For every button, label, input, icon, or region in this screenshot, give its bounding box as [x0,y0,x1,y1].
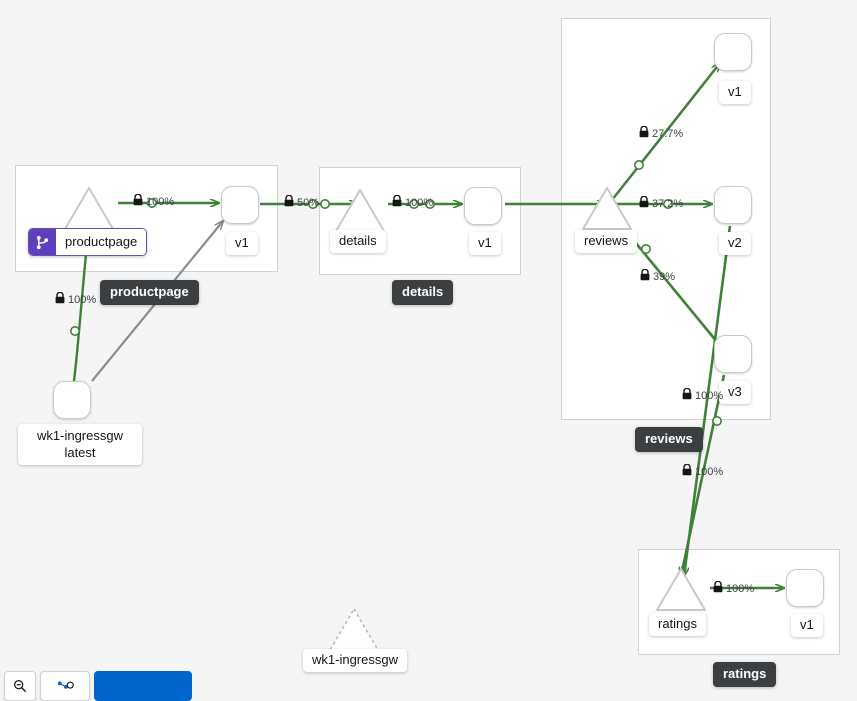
service-triangle-icon [582,187,632,230]
edge-label-reviews-app-to-v2[interactable]: 37.2% [639,195,684,211]
node-label-details-app: details [330,230,386,253]
node-ingressgw-service[interactable] [327,606,381,653]
edge-label-details-app-to-v1[interactable]: 100% [392,194,434,210]
group-label-ratings[interactable]: ratings [713,662,777,687]
node-productpage-v1[interactable] [221,186,259,224]
node-label-ingressgw-service: wk1-ingressgw [303,649,407,672]
service-triangle-icon [656,568,706,611]
primary-action-button[interactable] [94,671,192,701]
node-label-line-1: wk1-ingressgw [37,428,123,443]
graph-nodes-icon [57,681,74,689]
node-label-ingressgw-workload: wk1-ingressgw latest [18,424,142,465]
node-reviews-v3[interactable] [714,335,752,373]
node-ratings-v1[interactable] [786,569,824,607]
node-reviews-v2[interactable] [714,186,752,224]
node-label-productpage-v1: v1 [226,232,258,255]
group-label-productpage[interactable]: productpage [100,280,199,305]
node-ratings-app[interactable] [654,566,708,613]
edge-label-reviews-app-to-v1[interactable]: 27.7% [639,125,684,141]
node-productpage-app[interactable] [62,185,116,232]
edge-label-ingressgw-to-productpage[interactable]: 100% [55,291,97,307]
node-label-reviews-v1: v1 [719,81,751,104]
mtls-lock-icon [640,268,650,284]
service-triangle-icon [64,187,114,230]
node-label-ratings-app: ratings [649,613,707,636]
node-label-reviews-app: reviews [575,230,638,253]
mtls-lock-icon [682,387,692,403]
mtls-lock-icon [713,580,723,596]
virtual-service-icon [29,229,56,255]
node-label-line-2: latest [64,445,96,460]
edge-label-percent: 100% [726,582,755,595]
service-triangle-icon [335,189,385,232]
edge-label-percent: 100% [405,196,434,209]
graph-toolbar[interactable] [0,667,857,701]
edge-label-productpage-v1-to-details[interactable]: 50% [284,194,320,210]
mtls-lock-icon [392,194,402,210]
edge-label-percent: 27.7% [652,127,684,140]
mtls-lock-icon [639,125,649,141]
edge-label-ratings-app-to-v1[interactable]: 100% [713,580,755,596]
node-label-details-v1: v1 [469,232,501,255]
mtls-lock-icon [55,291,65,307]
group-label-reviews[interactable]: reviews [635,427,703,452]
service-triangle-idle-icon [329,608,379,651]
node-reviews-app[interactable] [580,185,634,232]
node-label-reviews-v3: v3 [719,381,751,404]
edge-label-reviews-v3-to-ratings[interactable]: 100% [682,463,724,479]
node-details-v1[interactable] [464,187,502,225]
edge-label-percent: 37.2% [652,197,684,210]
edge-label-productpage-app-to-v1[interactable]: 100% [133,193,175,209]
edge-label-percent: 100% [695,389,724,402]
mtls-lock-icon [284,194,294,210]
edge-label-percent: 100% [146,195,175,208]
node-reviews-v1[interactable] [714,33,752,71]
node-label-reviews-v2: v2 [719,232,751,255]
node-label-text: productpage [56,229,147,255]
node-ingressgw-workload[interactable] [53,381,91,419]
group-label-details[interactable]: details [392,280,454,305]
edge-label-percent: 50% [297,196,320,209]
edge-label-reviews-v2-to-ratings[interactable]: 100% [682,387,724,403]
fit-to-screen-button[interactable] [40,671,90,701]
edge-label-percent: 100% [695,465,724,478]
edge-label-percent: 100% [68,293,97,306]
mtls-lock-icon [639,195,649,211]
zoom-out-button[interactable] [4,671,36,701]
edge-label-reviews-app-to-v3[interactable]: 39% [640,268,676,284]
node-label-productpage-app[interactable]: productpage [28,228,148,256]
edge-traffic-dot [70,325,81,336]
node-label-ratings-v1: v1 [791,614,823,637]
mtls-lock-icon [133,193,143,209]
node-details-app[interactable] [333,187,387,234]
edge-label-percent: 39% [653,270,676,283]
mtls-lock-icon [682,463,692,479]
